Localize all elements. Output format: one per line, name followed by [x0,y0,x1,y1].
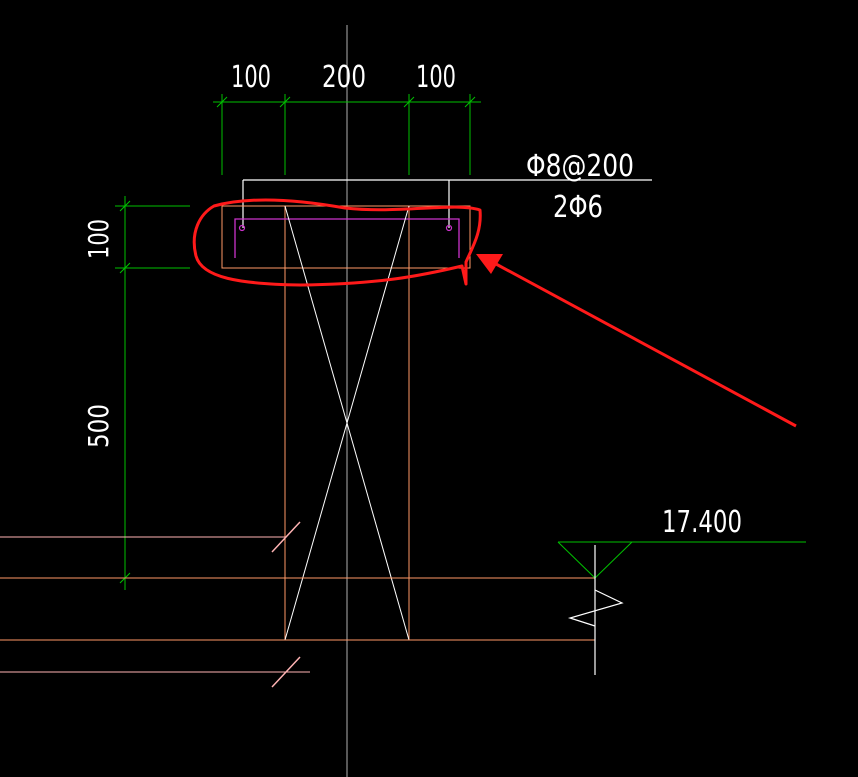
annotation-circle [192,198,482,287]
dim-top-right: 100 [416,60,456,95]
annotation-arrow [476,254,797,428]
bar-label: 2Φ6 [553,190,603,225]
dim-left-lower: 500 [82,404,115,448]
slab-lines [0,536,595,673]
elevation-label: 17.400 [662,505,742,540]
left-dimension-group [115,196,590,590]
dim-top-left: 100 [231,60,271,95]
dim-top-middle: 200 [322,60,366,95]
stirrup [234,218,460,258]
rebar-leader [242,179,652,228]
top-dimension-group [213,94,481,175]
rebar-dot-right [445,224,453,232]
elevation-marker [557,541,806,675]
rebar-dot-left [238,224,246,232]
break-marks [271,521,301,688]
stirrup-label: Φ8@200 [526,149,634,184]
dim-left-upper: 100 [82,219,115,259]
